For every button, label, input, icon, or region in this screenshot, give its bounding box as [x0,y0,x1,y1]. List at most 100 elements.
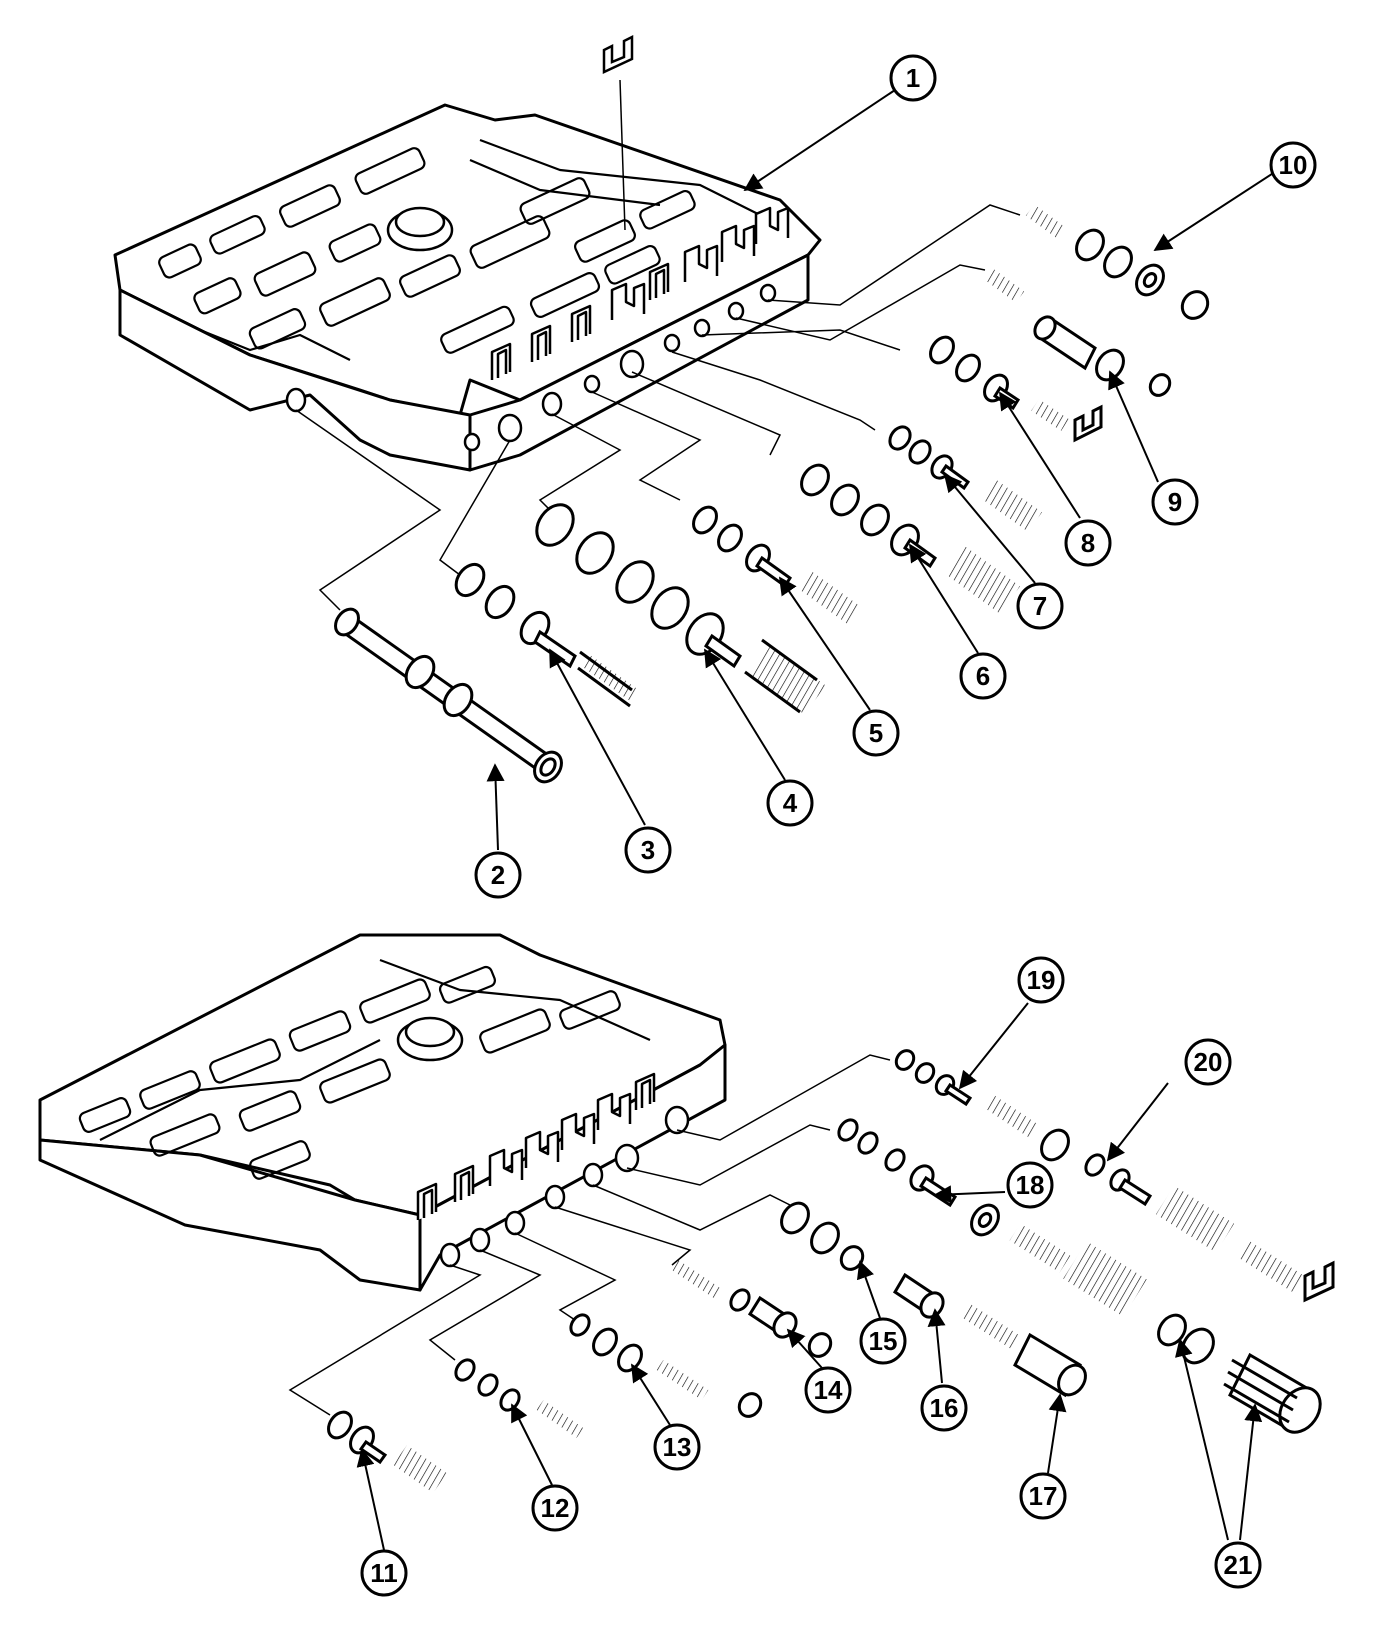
callout-circle [859,1317,907,1365]
callout-number: 19 [1027,965,1056,995]
callout-number: 16 [930,1393,959,1423]
callout-11: 11 [360,1549,408,1597]
callout-circle [1151,478,1199,526]
callout-14: 14 [804,1366,852,1414]
callout-circle [804,1366,852,1414]
callout-7: 7 [1016,582,1064,630]
lower-retainer-clips [416,1072,656,1220]
spring-7 [983,480,1042,532]
callout-number: 13 [663,1432,692,1462]
callout-circle [959,652,1007,700]
spring-5 [798,571,862,625]
callout-number: 20 [1194,1047,1223,1077]
upper-valve-body [113,103,822,472]
callout-number: 15 [869,1326,898,1356]
callout-circle [852,709,900,757]
callout-5: 5 [852,709,900,757]
callout-number: 11 [370,1558,398,1588]
callout-9: 9 [1151,478,1199,526]
spring-8 [1031,399,1069,431]
callout-number: 14 [814,1375,843,1405]
callout-13: 13 [653,1423,701,1471]
callout-number: 3 [641,835,655,865]
callout-circle [1184,1038,1232,1086]
valve-11 [327,1410,447,1493]
callout-circle [889,54,937,102]
callout-circle [1016,582,1064,630]
callout-4: 4 [766,779,814,827]
callout-20: 20 [1184,1038,1232,1086]
callout-16: 16 [920,1384,968,1432]
callout-number: 8 [1081,528,1095,558]
callout-arrows [356,89,1279,1551]
callout-19: 19 [1017,956,1065,1004]
callout-10: 10 [1269,141,1317,189]
upper-leader-lines [295,204,1021,611]
valve-20 [1084,1153,1335,1303]
callout-1: 1 [889,54,937,102]
callout-circle [1214,1541,1262,1589]
callout-number: 21 [1224,1550,1253,1580]
callout-circle [1269,141,1317,189]
callout-15: 15 [859,1317,907,1365]
valve-3 [454,562,577,669]
valve-4 [535,503,742,669]
callout-number: 10 [1279,150,1308,180]
callout-circle [531,1484,579,1532]
callout-circle [1006,1161,1054,1209]
callout-circle [653,1423,701,1471]
callout-8: 8 [1064,519,1112,567]
loose-retainer-clip [602,34,634,74]
valve-18 [837,1118,1147,1317]
upper-valve-parts [334,204,1210,784]
valve-7 [888,425,971,491]
callout-circle [766,779,814,827]
valve-8 [929,335,1021,411]
lower-valve-body [38,933,727,1292]
callout-circle [624,826,672,874]
valve-10 [1025,204,1210,320]
lower-valve-parts [327,1049,1335,1493]
callout-number: 9 [1168,487,1182,517]
callout-17: 17 [1019,1472,1067,1520]
valve-19 [894,1049,1070,1162]
callout-circle [474,851,522,899]
callout-number: 17 [1029,1481,1058,1511]
callout-number: 6 [976,661,990,691]
callout-18: 18 [1006,1161,1054,1209]
lower-leader-lines [288,1054,891,1416]
callout-circle [360,1549,408,1597]
callout-number: 1 [906,63,920,93]
callout-circle [1017,956,1065,1004]
spring-3 [577,650,640,708]
retainer-clips [490,206,790,380]
valve-14 [671,1260,833,1358]
callout-number: 7 [1033,591,1047,621]
valve-17 [1013,1332,1087,1398]
valve-13 [569,1313,763,1418]
callout-number: 4 [783,788,798,818]
callout-6: 6 [959,652,1007,700]
callout-circle [920,1384,968,1432]
callout-3: 3 [624,826,672,874]
valve-12 [454,1358,584,1438]
callout-circle [1064,519,1112,567]
valve-5 [692,505,793,589]
valve-16 [892,1272,1020,1349]
callout-number: 2 [491,860,505,890]
spring-6 [945,546,1020,614]
callout-12: 12 [531,1484,579,1532]
callout-number: 18 [1016,1170,1045,1200]
callout-number: 5 [869,718,883,748]
callout-circle [1019,1472,1067,1520]
valve-21 [1157,1313,1322,1434]
valve-2 [334,607,563,784]
callout-number: 12 [541,1493,570,1523]
spring-4 [744,638,826,715]
valve-15 [780,1201,865,1271]
clip-8 [1073,404,1103,443]
callout-21: 21 [1214,1541,1262,1589]
callout-2: 2 [474,851,522,899]
